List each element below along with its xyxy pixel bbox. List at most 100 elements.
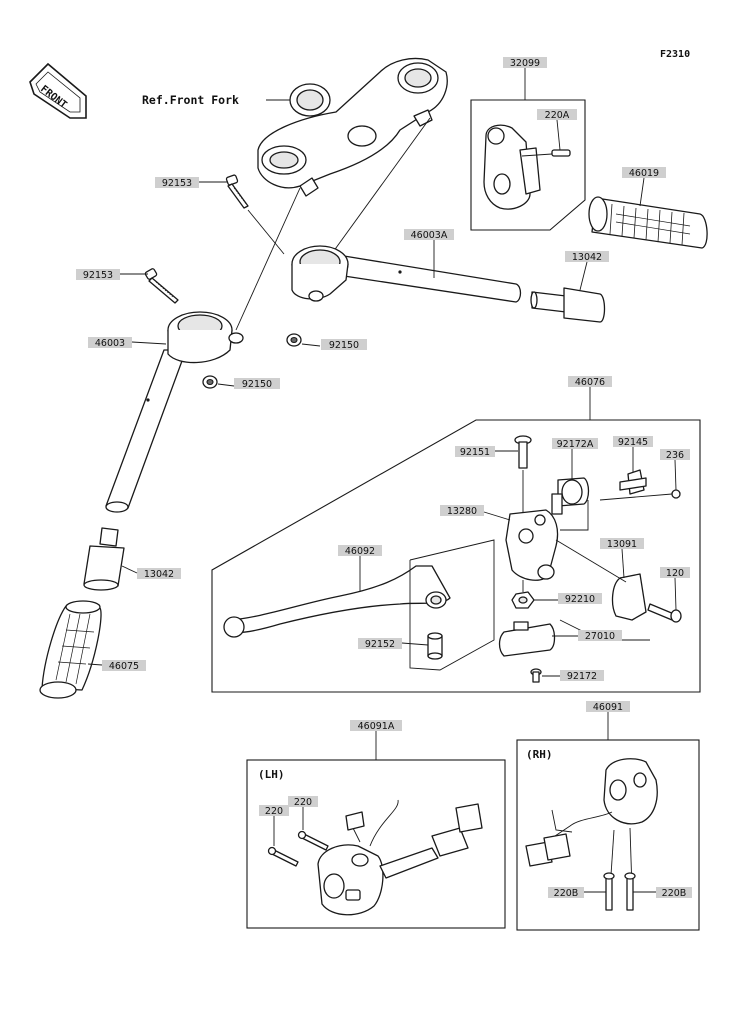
label-92172: 92172 <box>560 670 604 682</box>
label-27010: 27010 <box>578 630 622 642</box>
rh-screw-220B-a <box>603 872 615 911</box>
rh-screw-220B-b <box>624 872 636 911</box>
label-13042-right: 13042 <box>565 251 609 263</box>
label-92172A: 92172A <box>552 438 598 450</box>
label-236: 236 <box>660 449 690 461</box>
svg-text:46003A: 46003A <box>411 230 448 241</box>
svg-text:220: 220 <box>294 797 312 808</box>
handlebar-right <box>291 245 522 303</box>
bolt-92150-left <box>202 375 218 389</box>
svg-text:92150: 92150 <box>329 340 359 351</box>
label-92153-upper: 92153 <box>155 177 199 189</box>
svg-text:46091A: 46091A <box>358 721 395 732</box>
pivot-bolt-92151 <box>514 435 532 469</box>
bar-end-left <box>83 527 125 591</box>
clutch-lever-46092 <box>223 565 451 638</box>
spring-92145 <box>619 469 647 495</box>
svg-text:92172A: 92172A <box>557 439 594 450</box>
top-triple-clamp <box>257 57 448 197</box>
adjuster-92172A <box>551 477 590 515</box>
svg-text:92210: 92210 <box>565 594 595 605</box>
housing-32099-frame <box>470 99 586 231</box>
svg-text:92172: 92172 <box>567 671 597 682</box>
bolt-92150-right <box>286 333 302 347</box>
label-92145: 92145 <box>613 436 653 448</box>
svg-text:32099: 32099 <box>510 58 540 69</box>
label-92150-left: 92150 <box>234 378 280 390</box>
label-46003A: 46003A <box>404 229 454 241</box>
lever-holder-13280 <box>505 509 559 581</box>
svg-text:13042: 13042 <box>144 569 174 580</box>
label-46003: 46003 <box>88 337 132 349</box>
label-92153-lower: 92153 <box>76 269 120 281</box>
screw-236 <box>599 489 681 501</box>
label-92152: 92152 <box>358 638 402 650</box>
rh-label: (RH) <box>526 748 553 761</box>
lh-screw-220-b <box>297 830 329 851</box>
svg-text:92150: 92150 <box>242 379 272 390</box>
label-46091: 46091 <box>586 701 630 713</box>
svg-text:92153: 92153 <box>83 270 113 281</box>
clamp-13091 <box>611 573 647 621</box>
label-120: 120 <box>660 567 690 579</box>
lh-label: (LH) <box>258 768 285 781</box>
lh-switch-housing <box>317 799 483 916</box>
label-46076: 46076 <box>568 376 612 388</box>
label-92150-right: 92150 <box>321 339 367 351</box>
label-220-a: 220 <box>259 805 289 817</box>
label-220-b: 220 <box>288 796 318 808</box>
bar-end-right <box>530 287 606 323</box>
svg-text:46075: 46075 <box>109 661 139 672</box>
label-92210: 92210 <box>558 593 602 605</box>
label-46091A: 46091A <box>350 720 402 732</box>
label-13280: 13280 <box>440 505 484 517</box>
svg-text:120: 120 <box>666 568 684 579</box>
svg-text:13091: 13091 <box>607 539 637 550</box>
front-arrow-icon: FRONT <box>29 62 87 119</box>
svg-text:46091: 46091 <box>593 702 623 713</box>
svg-text:220A: 220A <box>545 110 570 121</box>
lh-screw-220-a <box>267 846 299 867</box>
bolt-92153-upper <box>225 174 249 209</box>
rh-switch-housing <box>525 758 658 891</box>
clutch-assembly-frame <box>211 419 701 693</box>
label-13091: 13091 <box>600 538 644 550</box>
figure-code: F2310 <box>660 49 690 60</box>
screw-92172 <box>530 668 542 683</box>
svg-text:46076: 46076 <box>575 377 605 388</box>
svg-text:27010: 27010 <box>585 631 615 642</box>
svg-text:220B: 220B <box>662 888 687 899</box>
label-46075: 46075 <box>102 660 146 672</box>
label-46092: 46092 <box>338 545 382 557</box>
svg-text:236: 236 <box>666 450 684 461</box>
nut-92210 <box>511 591 535 609</box>
svg-text:46019: 46019 <box>629 168 659 179</box>
ref-front-fork-text: Ref.Front Fork <box>142 93 239 107</box>
bolt-92153-lower <box>144 268 179 304</box>
svg-text:13280: 13280 <box>447 506 477 517</box>
label-220B-b: 220B <box>656 887 692 899</box>
grip-left <box>39 600 102 699</box>
handlebar-left <box>105 311 244 513</box>
svg-text:46092: 46092 <box>345 546 375 557</box>
svg-text:46003: 46003 <box>95 338 125 349</box>
svg-text:220: 220 <box>265 806 283 817</box>
svg-text:92152: 92152 <box>365 639 395 650</box>
screw-120 <box>647 603 682 623</box>
grip-right <box>588 196 708 249</box>
svg-text:92153: 92153 <box>162 178 192 189</box>
svg-text:92151: 92151 <box>460 447 490 458</box>
label-220A: 220A <box>537 109 577 121</box>
switch-27010 <box>498 621 556 657</box>
throttle-housing <box>483 124 571 210</box>
svg-text:92145: 92145 <box>618 437 648 448</box>
label-92151: 92151 <box>455 446 495 458</box>
svg-text:220B: 220B <box>554 888 579 899</box>
label-13042-left: 13042 <box>137 568 181 580</box>
label-220B-a: 220B <box>548 887 584 899</box>
svg-text:13042: 13042 <box>572 252 602 263</box>
label-32099: 32099 <box>503 57 547 69</box>
bushing-92152 <box>427 632 443 660</box>
label-46019: 46019 <box>622 167 666 179</box>
